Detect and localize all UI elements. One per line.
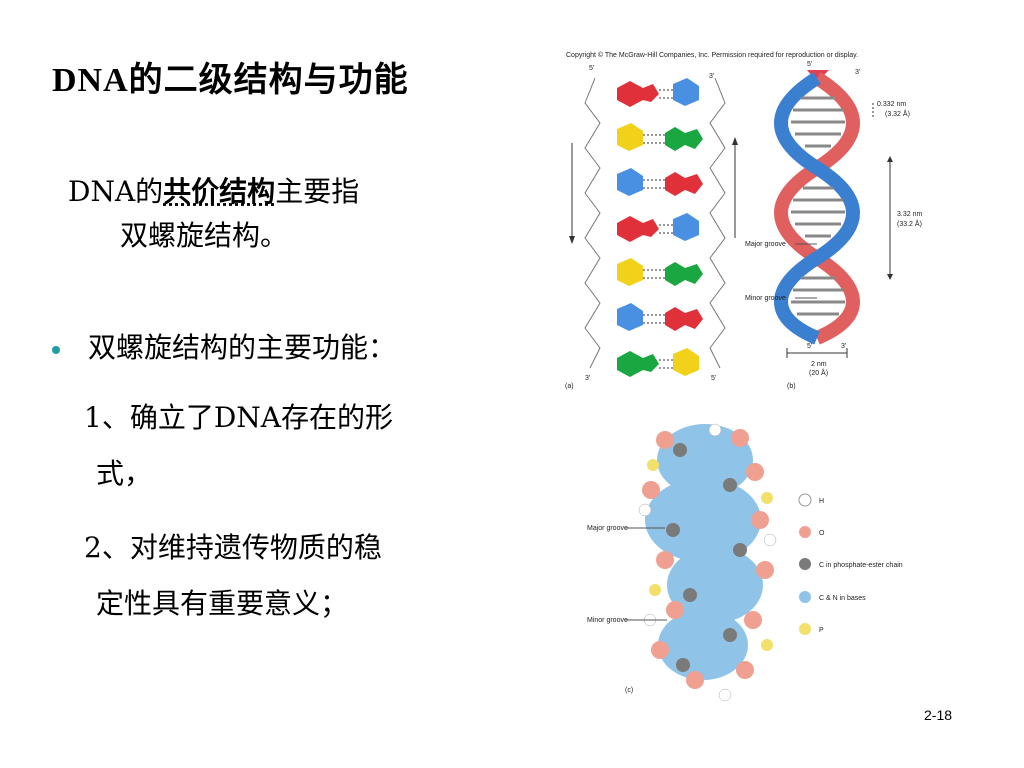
slide-title: DNA的二级结构与功能 — [52, 62, 409, 99]
panel-b-double-helix: 5' 3' 0.332 nm (3.32 Å) 3.32 nm (33.2 Å)… — [745, 61, 922, 390]
intro-text: DNA的共价结构主要指 双螺旋结构。 — [68, 170, 488, 258]
legend-item-c-n-bases: C & N in bases — [799, 591, 866, 603]
model-atoms — [638, 423, 777, 702]
copyright-notice: Copyright © The McGraw-Hill Companies, I… — [566, 52, 859, 59]
legend-label: C & N in bases — [819, 595, 866, 602]
legend-label: O — [819, 530, 825, 537]
panel-b-rise-angstrom: (3.32 Å) — [885, 109, 910, 118]
panel-a-bottom-right: 5' — [711, 375, 716, 382]
legend-label: P — [819, 627, 824, 634]
panel-b-pitch: 3.32 nm — [897, 211, 922, 218]
panel-b-width: 2 nm — [811, 361, 827, 368]
intro-bold-term: 共价结构 — [163, 175, 276, 208]
panel-a-label: (a) — [565, 383, 574, 390]
dna-structure-figure: 5' 3' 3' 5' (a) 5' 3' 0.332 nm (3.32 Å) … — [565, 61, 922, 390]
panel-a-top-left: 5' — [589, 65, 594, 72]
panel-c-label: (c) — [625, 687, 633, 694]
legend-item-o: O — [799, 526, 825, 538]
panel-a-base-pairs: 5' 3' 3' 5' (a) — [565, 65, 738, 390]
intro-suffix: 主要指 — [275, 175, 360, 208]
point-line: 2、对维持遗传物质的稳 — [84, 531, 382, 564]
point-continuation: 式， — [96, 457, 153, 490]
panel-b-bottom-left: 5' — [807, 343, 812, 350]
point-line: 1、确立了DNA存在的形 — [84, 401, 393, 434]
bullet-heading: 双螺旋结构的主要功能： — [52, 326, 396, 366]
legend-item-c-phosphate: C in phosphate-ester chain — [799, 558, 903, 570]
panel-b-major-groove: Major groove — [745, 241, 786, 248]
panel-b-top-right: 3' — [855, 69, 860, 76]
panel-c-major-groove: Major groove — [587, 525, 628, 532]
panel-b-width-angstrom: (20 Å) — [809, 368, 828, 377]
panel-b-rise: 0.332 nm — [877, 101, 906, 108]
panel-b-minor-groove: Minor groove — [745, 295, 786, 302]
intro-continuation: 双螺旋结构。 — [120, 219, 289, 252]
bullet-dot-icon — [52, 345, 60, 354]
legend-item-h: H — [798, 493, 824, 507]
panel-b-pitch-angstrom: (33.2 Å) — [897, 219, 922, 228]
legend-item-p: P — [799, 623, 824, 635]
page-number: 2-18 — [924, 707, 953, 723]
legend-label: C in phosphate-ester chain — [819, 562, 903, 569]
function-point-2: 2、对维持遗传物质的稳 定性具有重要意义； — [84, 520, 514, 632]
space-filling-model: Major groove Minor groove (c) H O C in p… — [587, 423, 903, 702]
panel-c-minor-groove: Minor groove — [587, 617, 628, 624]
atom-legend: H O C in phosphate-ester chain C & N in … — [798, 493, 903, 635]
panel-a-bottom-left: 3' — [585, 375, 590, 382]
point-continuation: 定性具有重要意义； — [96, 587, 349, 620]
intro-prefix: DNA的 — [68, 175, 164, 208]
panel-b-label: (b) — [787, 383, 796, 390]
bullet-text: 双螺旋结构的主要功能： — [88, 331, 397, 364]
panel-b-bottom-right: 3' — [841, 343, 846, 350]
legend-label: H — [819, 498, 824, 505]
panel-a-top-right: 3' — [709, 73, 714, 80]
function-point-1: 1、确立了DNA存在的形 式， — [84, 390, 514, 502]
panel-b-top-left: 5' — [807, 61, 812, 68]
